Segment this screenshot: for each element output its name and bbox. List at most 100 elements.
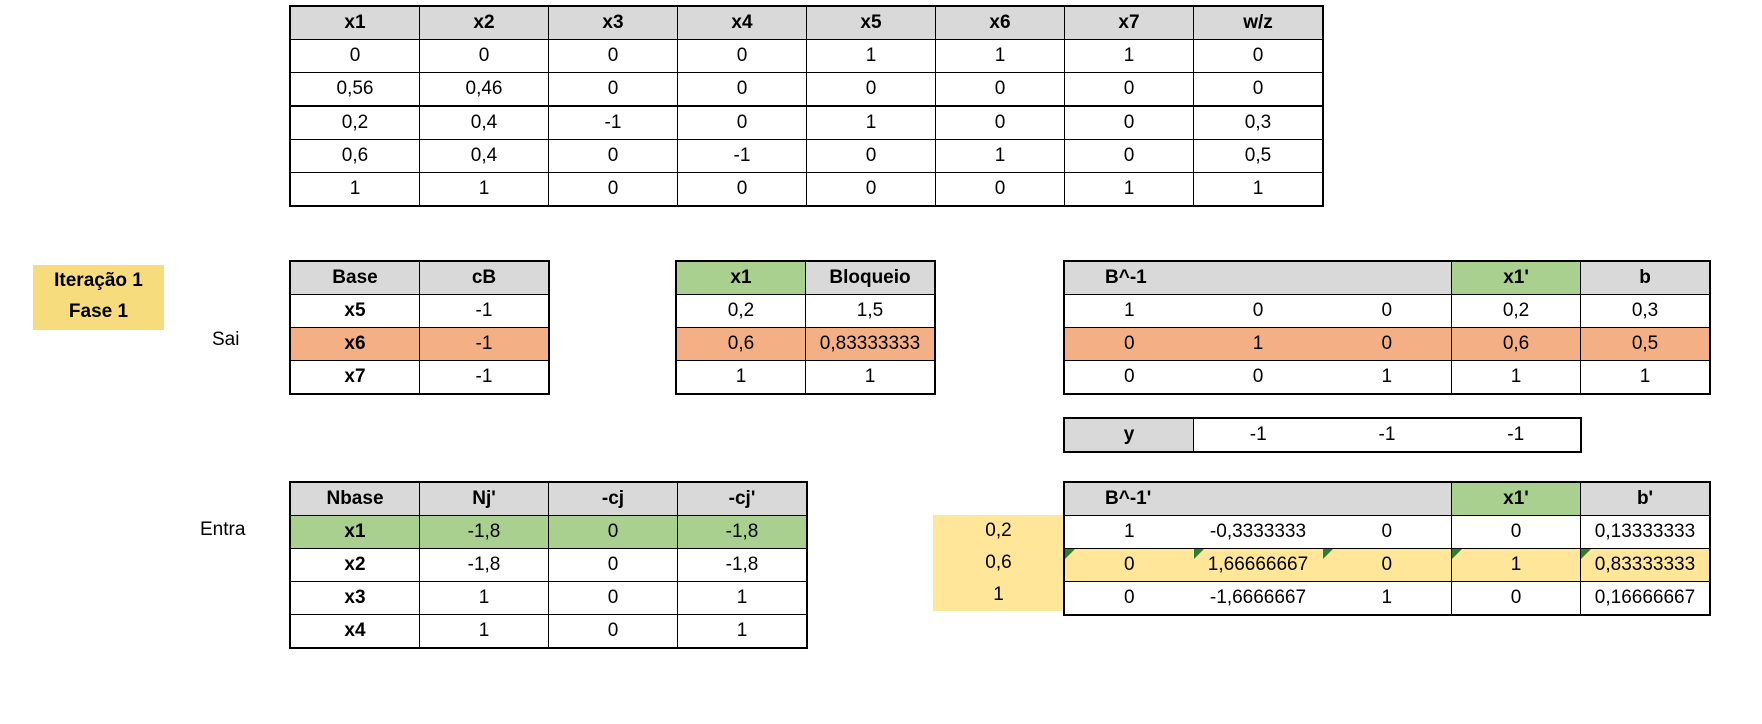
cell[interactable]: 1: [1451, 548, 1581, 582]
cell[interactable]: 0: [935, 72, 1065, 107]
cell[interactable]: 0: [1322, 548, 1452, 582]
cell[interactable]: 0: [1193, 72, 1323, 107]
header-cell[interactable]: x6: [935, 6, 1065, 40]
cell[interactable]: 0: [935, 172, 1065, 206]
cell[interactable]: -0,3333333: [1193, 515, 1323, 549]
cell[interactable]: x3: [290, 581, 420, 615]
cell[interactable]: 1: [676, 360, 806, 394]
cell[interactable]: 0: [1064, 105, 1194, 140]
cell[interactable]: 0: [548, 139, 678, 173]
cell[interactable]: 0: [1322, 515, 1452, 549]
cell[interactable]: 1: [1451, 360, 1582, 394]
cell[interactable]: 1: [806, 39, 936, 73]
cell[interactable]: 1: [1580, 360, 1711, 394]
cell[interactable]: -1: [1451, 418, 1581, 452]
header-cell[interactable]: x5: [806, 6, 936, 40]
cell[interactable]: 0,16666667: [1580, 581, 1710, 615]
header-cell[interactable]: x1': [1451, 261, 1582, 295]
cell[interactable]: 0,3: [1580, 294, 1711, 328]
cell[interactable]: 0,13333333: [1580, 515, 1710, 549]
pivot-column-cell[interactable]: 0,6: [933, 547, 1064, 579]
cell[interactable]: x6: [290, 327, 420, 361]
cell[interactable]: -1: [1193, 418, 1323, 452]
cell[interactable]: 0: [548, 614, 678, 648]
cell[interactable]: 1: [1193, 327, 1323, 361]
cell[interactable]: 0: [1064, 581, 1194, 615]
cell[interactable]: 1,5: [805, 294, 935, 328]
cell[interactable]: 0,6: [676, 327, 806, 361]
header-cell[interactable]: -cj': [677, 482, 807, 516]
cell[interactable]: 0: [1064, 360, 1194, 394]
cell[interactable]: 0: [1064, 327, 1194, 361]
cell[interactable]: 0,4: [419, 139, 549, 173]
cell[interactable]: 0,46: [419, 72, 549, 107]
cell[interactable]: 1: [290, 172, 420, 206]
cell[interactable]: 0: [677, 172, 807, 206]
cell[interactable]: -1,8: [419, 515, 549, 549]
cell[interactable]: 1: [419, 172, 549, 206]
cell[interactable]: 0,6: [1451, 327, 1582, 361]
cell[interactable]: -1: [419, 360, 549, 394]
cell[interactable]: 0: [1064, 548, 1194, 582]
header-cell[interactable]: x3: [548, 6, 678, 40]
cell[interactable]: 0: [1322, 327, 1453, 361]
cell[interactable]: 0: [1451, 515, 1581, 549]
pivot-column-cell[interactable]: 0,2: [933, 515, 1064, 547]
cell[interactable]: 0: [677, 72, 807, 107]
cell[interactable]: 1: [935, 139, 1065, 173]
header-cell[interactable]: x7: [1064, 6, 1194, 40]
cell[interactable]: 0: [677, 39, 807, 73]
header-cell[interactable]: x2: [419, 6, 549, 40]
header-cell[interactable]: x1: [676, 261, 806, 295]
cell[interactable]: -1: [419, 294, 549, 328]
cell[interactable]: 1: [1064, 294, 1194, 328]
cell[interactable]: x7: [290, 360, 420, 394]
y-label[interactable]: y: [1064, 418, 1194, 452]
cell[interactable]: 1: [935, 39, 1065, 73]
header-cell[interactable]: cB: [419, 261, 549, 295]
cell[interactable]: 0: [548, 39, 678, 73]
cell[interactable]: 1: [805, 360, 935, 394]
header-cell[interactable]: -cj: [548, 482, 678, 516]
cell[interactable]: 0: [548, 548, 678, 582]
pivot-column-cell[interactable]: 1: [933, 579, 1064, 611]
cell[interactable]: x1: [290, 515, 420, 549]
header-cell[interactable]: b': [1580, 482, 1710, 516]
cell[interactable]: -1,8: [677, 548, 807, 582]
cell[interactable]: 1: [806, 105, 936, 140]
cell[interactable]: 0: [1193, 294, 1323, 328]
cell[interactable]: -1,6666667: [1193, 581, 1323, 615]
cell[interactable]: 0,2: [290, 105, 420, 140]
header-cell[interactable]: x4: [677, 6, 807, 40]
header-cell[interactable]: B^-1': [1064, 482, 1452, 516]
cell[interactable]: 0: [548, 515, 678, 549]
cell[interactable]: 0,3: [1193, 105, 1323, 140]
cell[interactable]: 0,4: [419, 105, 549, 140]
cell[interactable]: 0,56: [290, 72, 420, 107]
cell[interactable]: -1: [548, 105, 678, 140]
cell[interactable]: 0: [1451, 581, 1581, 615]
cell[interactable]: 1,66666667: [1193, 548, 1323, 582]
cell[interactable]: 0: [1322, 294, 1453, 328]
cell[interactable]: 1: [1193, 172, 1323, 206]
cell[interactable]: 0: [677, 105, 807, 140]
cell[interactable]: 0: [935, 105, 1065, 140]
header-cell[interactable]: b: [1580, 261, 1711, 295]
cell[interactable]: -1: [677, 139, 807, 173]
cell[interactable]: 0: [1064, 72, 1194, 107]
cell[interactable]: -1,8: [419, 548, 549, 582]
cell[interactable]: 1: [677, 581, 807, 615]
cell[interactable]: 0,83333333: [1580, 548, 1710, 582]
cell[interactable]: x4: [290, 614, 420, 648]
cell[interactable]: 0,6: [290, 139, 420, 173]
cell[interactable]: 0: [806, 72, 936, 107]
cell[interactable]: -1: [1322, 418, 1452, 452]
cell[interactable]: 0: [1193, 360, 1323, 394]
cell[interactable]: 0,2: [1451, 294, 1582, 328]
cell[interactable]: x2: [290, 548, 420, 582]
cell[interactable]: 0: [290, 39, 420, 73]
cell[interactable]: -1,8: [677, 515, 807, 549]
cell[interactable]: -1: [419, 327, 549, 361]
cell[interactable]: 1: [1064, 515, 1194, 549]
cell[interactable]: 1: [1064, 172, 1194, 206]
